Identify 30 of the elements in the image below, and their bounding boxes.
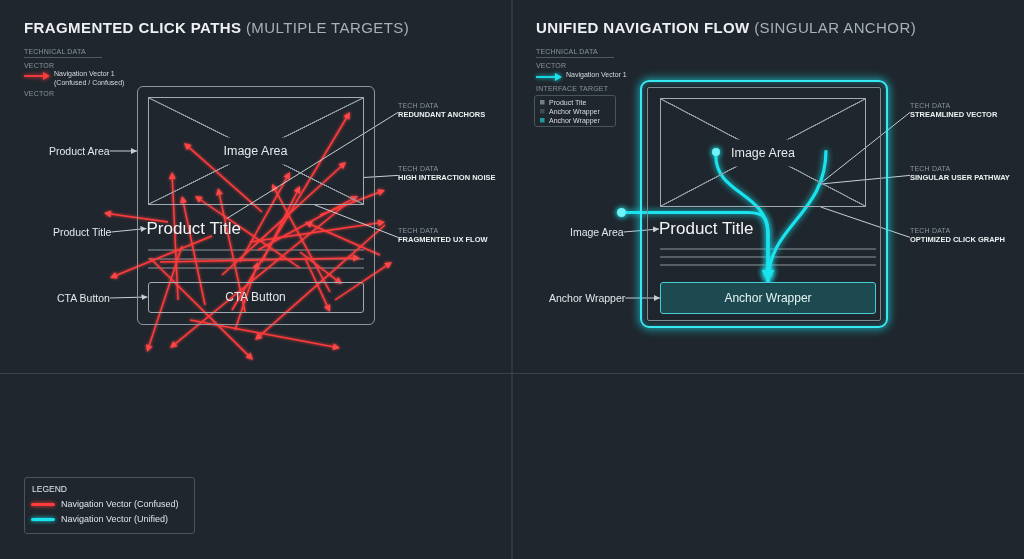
leader-line (820, 174, 911, 185)
callout-label: Image Area (570, 225, 624, 239)
product-title-text: Product Title (659, 219, 754, 239)
card-wireframe (137, 86, 375, 325)
leader-arrow (109, 294, 148, 301)
leader-line (363, 174, 399, 178)
leader-arrow (110, 226, 147, 233)
panel-heading: UNIFIED NAVIGATION FLOW (SINGULAR ANCHOR) (536, 19, 917, 37)
leader-arrow (624, 295, 661, 301)
callout-label: Product Area (49, 144, 110, 158)
leader-line (820, 206, 911, 238)
legend-text: Navigation Vector (Confused) (61, 499, 179, 510)
leader-arrow (623, 226, 660, 233)
image-placeholder-box (660, 98, 866, 207)
anchor-wrapper-box: Anchor Wrapper (660, 282, 876, 314)
card-wireframe (640, 80, 888, 328)
leader-line (820, 111, 911, 184)
start-dot (711, 147, 720, 156)
leader-line (226, 111, 399, 219)
callout-label: Anchor Wrapper (549, 291, 626, 305)
image-placeholder-box (147, 96, 364, 205)
flow-arrow (763, 150, 828, 283)
panel-heading: FRAGMENTED CLICK PATHS (MULTIPLE TARGETS) (24, 19, 410, 37)
legend-heading: LEGEND (32, 484, 67, 494)
start-dot (617, 208, 626, 217)
leader-line (313, 204, 399, 238)
leader-arrow (109, 148, 138, 154)
callout-label: Product Title (53, 225, 112, 239)
callout-label: CTA Button (57, 291, 110, 305)
legend-text: Navigation Vector (Unified) (61, 514, 169, 525)
